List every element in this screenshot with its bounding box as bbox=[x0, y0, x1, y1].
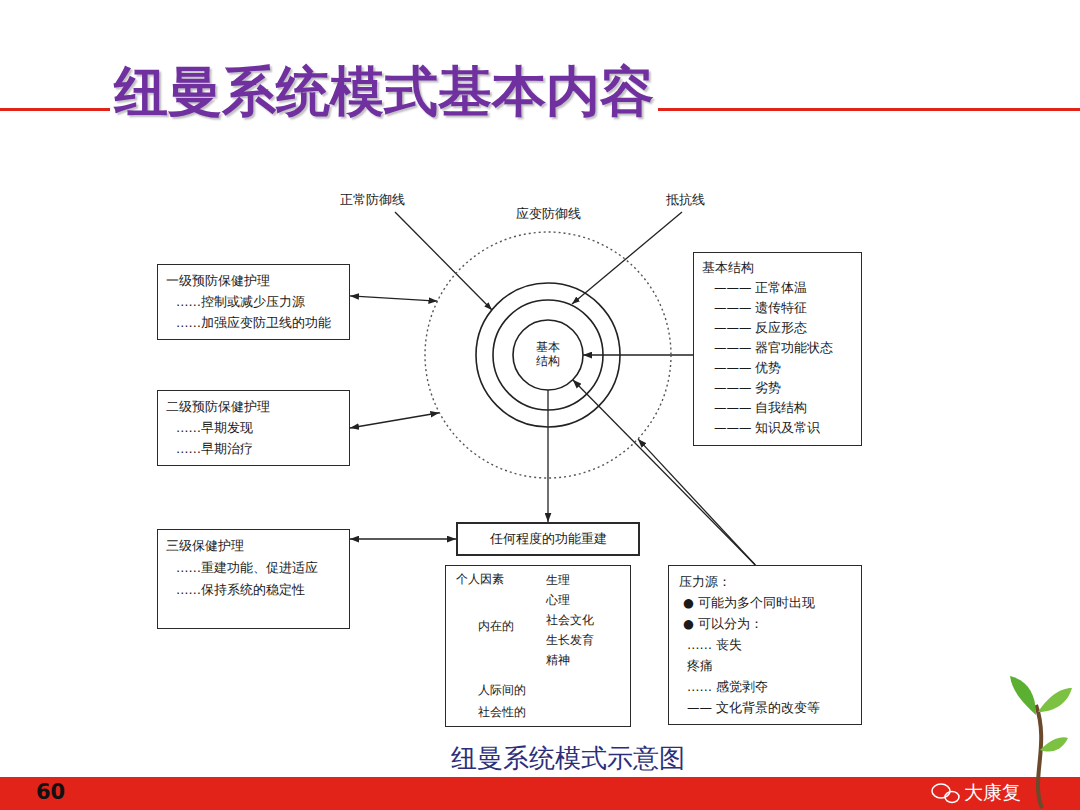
prevention-box: 一级预防保健护理……控制或减少压力源……加强应变防卫线的功能 bbox=[157, 264, 350, 340]
node-text: ——— 遗传特征 bbox=[714, 298, 807, 318]
node-text: ● 可能为多个同时出现 bbox=[683, 592, 815, 613]
connector-arrow bbox=[350, 538, 456, 539]
structure-list-box: 基本结构——— 正常体温——— 遗传特征——— 反应形态——— 器官功能状态——… bbox=[693, 252, 862, 446]
node-heading: 基本结构 bbox=[702, 258, 754, 278]
figure-caption: 纽曼系统模式示意图 bbox=[0, 742, 1080, 774]
node-text: 生长发育 bbox=[546, 632, 594, 648]
node-text: —— 文化背景的改变等 bbox=[687, 697, 820, 718]
slide-title: 纽曼系统模式基本内容 bbox=[110, 60, 658, 124]
watermark: 大康复 bbox=[964, 780, 1021, 806]
node-text: ——— 优势 bbox=[714, 358, 781, 378]
sprout-stem bbox=[1036, 705, 1042, 808]
node-text: ……重建功能、促进适应 bbox=[176, 557, 318, 579]
node-text: ——— 知识及常识 bbox=[714, 418, 820, 438]
leader-arrow bbox=[395, 212, 492, 310]
node-text: 人际间的 bbox=[478, 682, 526, 698]
prevention-box: 二级预防保健护理……早期发现……早期治疗 bbox=[157, 390, 350, 466]
node-text: 生理 bbox=[546, 572, 570, 588]
node-text: ● 可以分为： bbox=[683, 613, 763, 634]
node-heading: 三级保健护理 bbox=[166, 535, 244, 557]
node-text: ……早期治疗 bbox=[176, 438, 253, 459]
node-heading: 应变防御线 bbox=[516, 206, 581, 222]
node-text: 心理 bbox=[546, 592, 570, 608]
node-heading: 二级预防保健护理 bbox=[166, 396, 270, 417]
node-text: …… 丧失 bbox=[687, 634, 742, 655]
page-number: 60 bbox=[36, 780, 65, 804]
node-text: 内在的 bbox=[478, 618, 514, 634]
defense-circle: 应变防御线基本结构 bbox=[424, 231, 672, 479]
node-text: ——— 器官功能状态 bbox=[714, 338, 833, 358]
wechat-bubble bbox=[932, 784, 950, 798]
node-text: ——— 反应形态 bbox=[714, 318, 807, 338]
node-text: 疼痛 bbox=[687, 655, 713, 676]
node-text: ……早期发现 bbox=[176, 417, 253, 438]
factor-box: 个人因素内在的 生理心理社会文化生长发育精神人际间的社会性的 bbox=[445, 565, 631, 727]
core-circle-outline bbox=[513, 320, 583, 390]
node-heading: 基本结构 bbox=[535, 341, 560, 369]
leader-arrow bbox=[572, 212, 682, 304]
connector-arrow bbox=[350, 413, 439, 428]
node-text: ……加强应变防卫线的功能 bbox=[176, 312, 331, 333]
node-text: 社会文化 bbox=[546, 612, 594, 628]
line-label: 抵抗线 bbox=[666, 192, 705, 209]
node-text: ——— 正常体温 bbox=[714, 278, 807, 298]
line-label: 正常防御线 bbox=[340, 192, 405, 209]
node-text: 社会性的 bbox=[478, 704, 526, 720]
sprout-leaf bbox=[1040, 737, 1068, 751]
node-heading: 一级预防保健护理 bbox=[166, 270, 270, 291]
footer-bar bbox=[0, 777, 1080, 810]
node-heading: 压力源： bbox=[679, 571, 731, 592]
node-heading: 个人因素 bbox=[456, 571, 504, 587]
connector-arrow bbox=[547, 390, 548, 522]
node-text: ……控制或减少压力源 bbox=[176, 291, 305, 312]
node-heading: 任何程度的功能重建 bbox=[490, 530, 607, 548]
node-text: …… 感觉剥夺 bbox=[687, 676, 768, 697]
prevention-box: 三级保健护理……重建功能、促进适应……保持系统的稳定性 bbox=[157, 529, 350, 629]
connector-arrow bbox=[583, 354, 693, 355]
wechat-icon bbox=[932, 784, 959, 803]
connector-arrow bbox=[638, 439, 755, 565]
wechat-bubble bbox=[945, 792, 959, 803]
connector-arrow bbox=[350, 296, 437, 301]
sprout-leaf bbox=[1038, 688, 1072, 712]
defense-circle-outline bbox=[425, 232, 671, 478]
stressor-box: 压力源：● 可能为多个同时出现● 可以分为：…… 丧失疼痛…… 感觉剥夺—— 文… bbox=[668, 565, 862, 725]
node-text: ——— 自我结构 bbox=[714, 398, 807, 418]
node-text: 精神 bbox=[546, 652, 570, 668]
core-circle: 基本结构 bbox=[512, 319, 584, 391]
node-text: ——— 劣势 bbox=[714, 378, 781, 398]
node-text: ……保持系统的稳定性 bbox=[176, 579, 305, 601]
process-box: 任何程度的功能重建 bbox=[456, 522, 640, 556]
sprout-leaf bbox=[1010, 676, 1036, 715]
